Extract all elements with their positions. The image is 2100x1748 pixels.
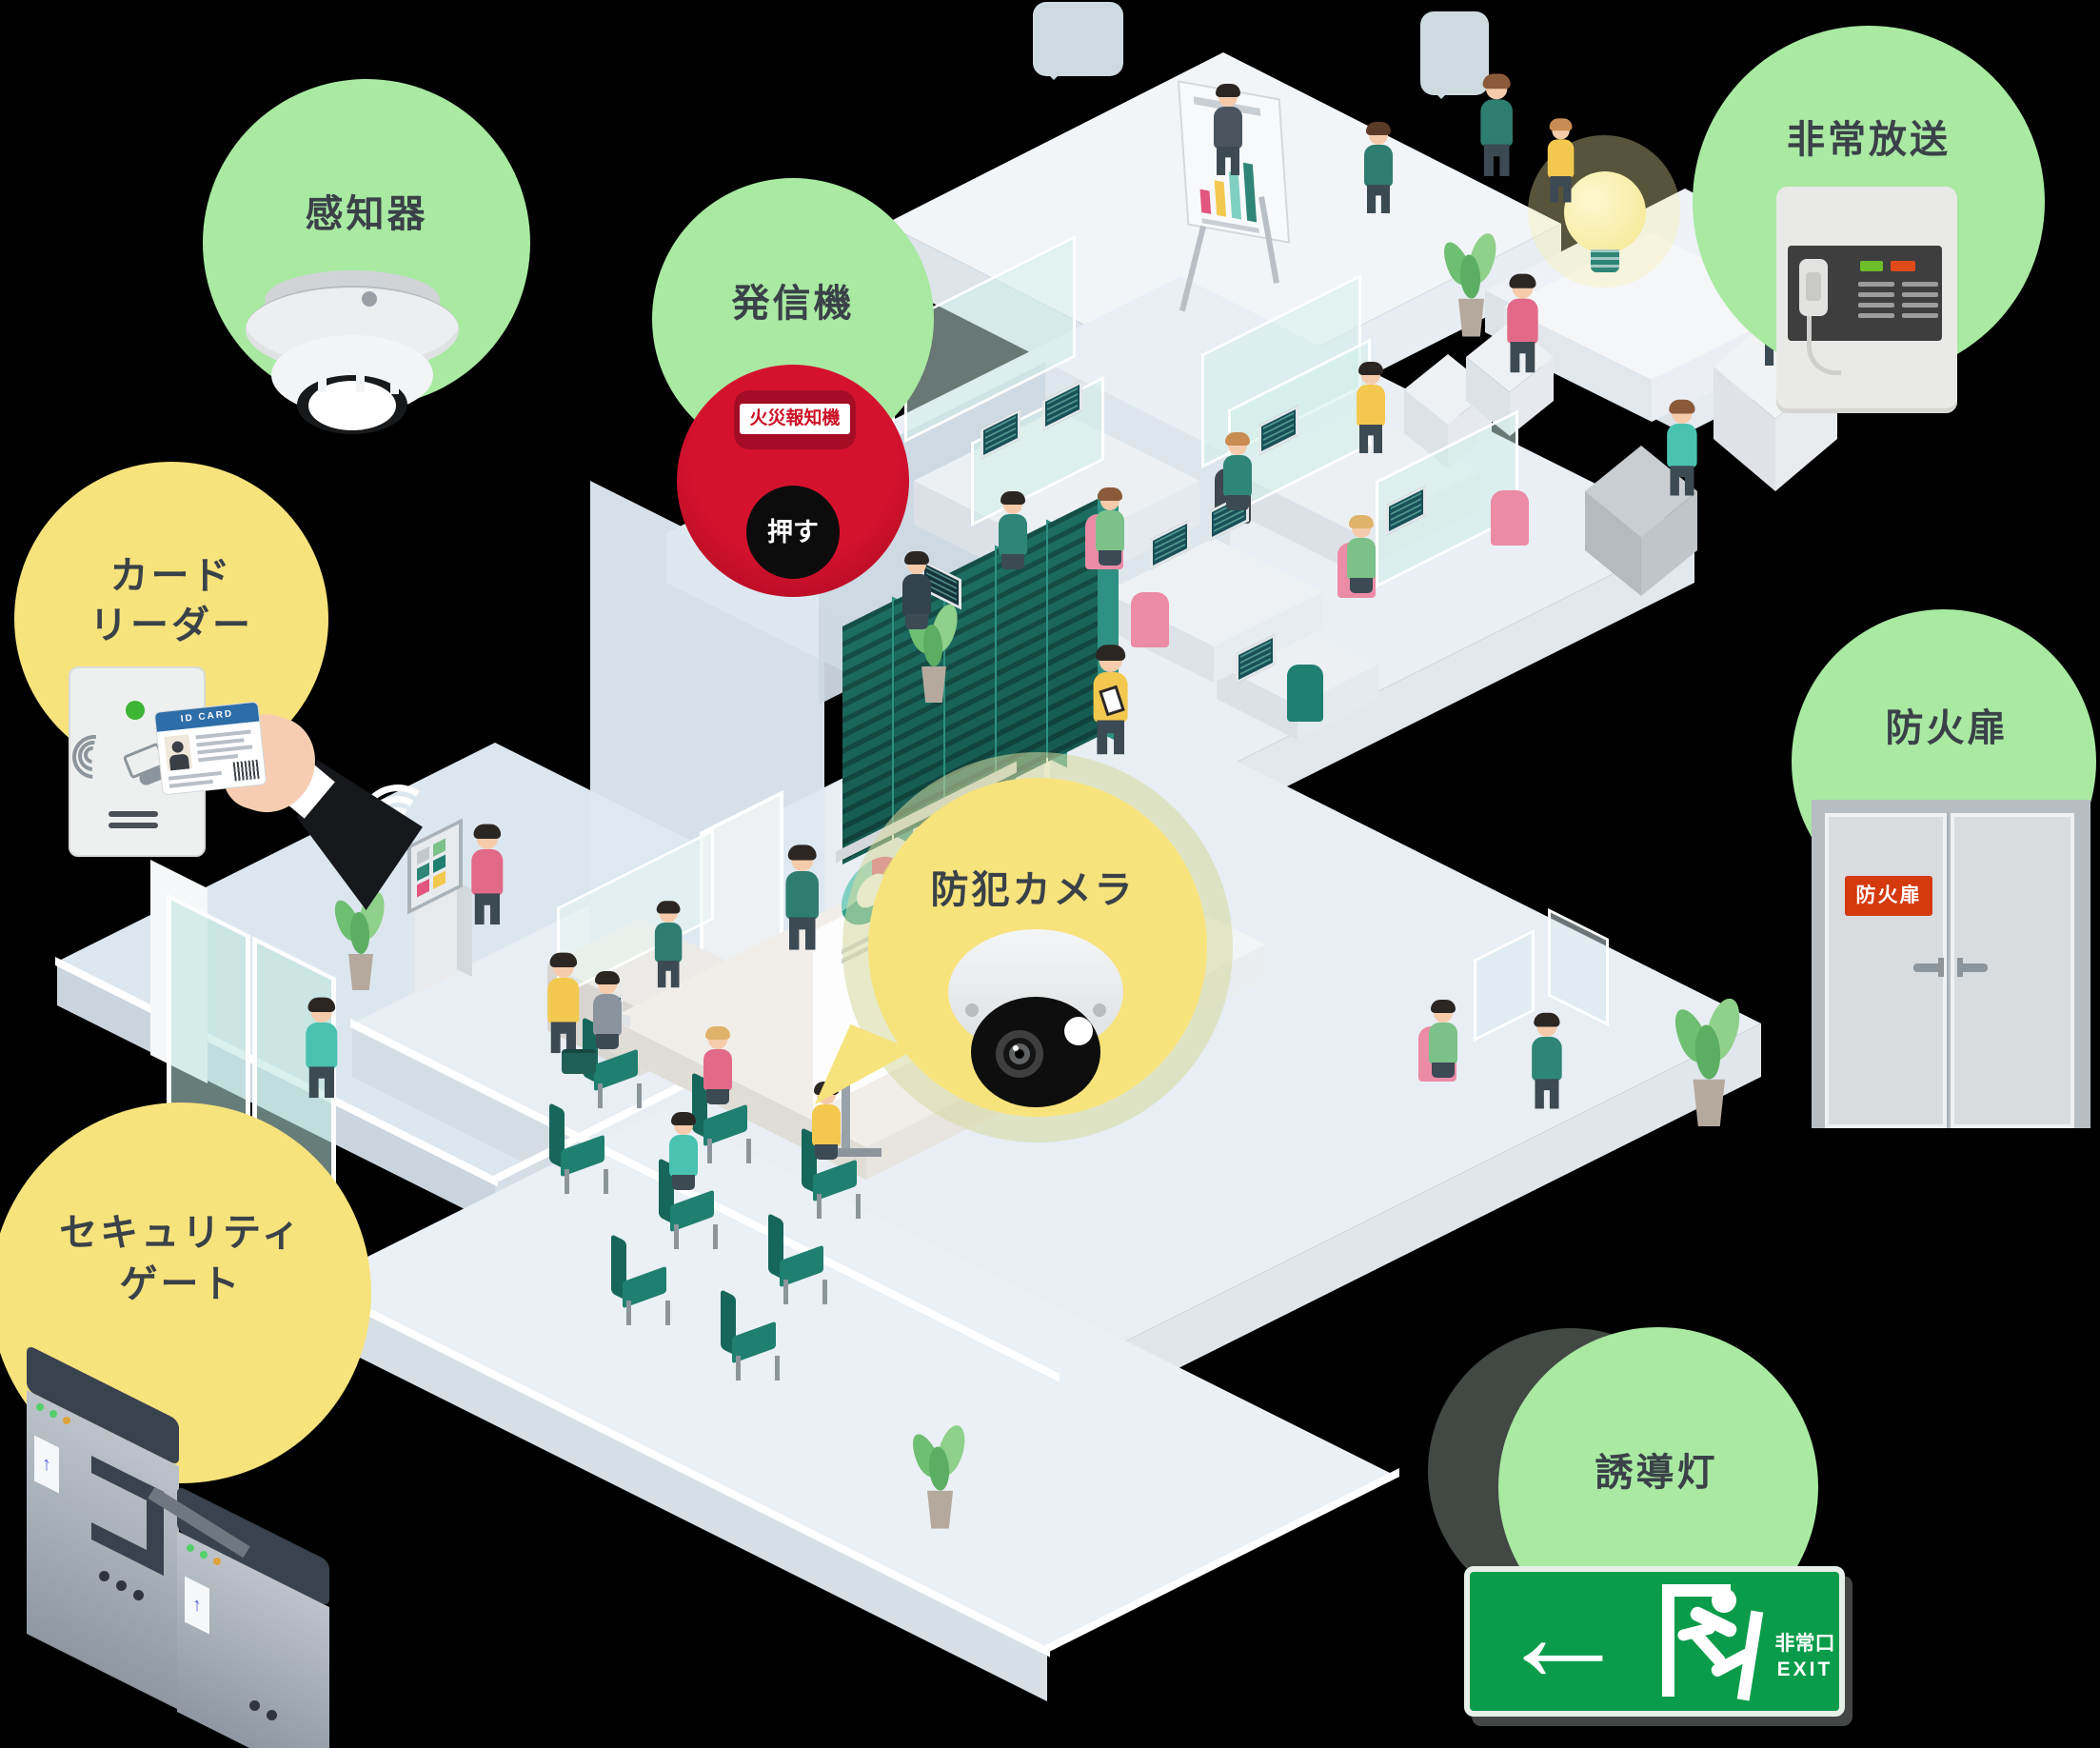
person [666, 1112, 701, 1190]
person [783, 844, 822, 952]
person [1361, 122, 1396, 215]
reader-led [126, 701, 145, 720]
seminar-chair [583, 1016, 645, 1114]
person [303, 997, 341, 1100]
seminar-chair [692, 1071, 755, 1169]
person [1220, 432, 1255, 510]
fire-door-sign: 防火扉 [1845, 876, 1932, 916]
red-led [1891, 261, 1915, 271]
exit-text-en: EXIT [1776, 1659, 1833, 1680]
transmitter-label: 発信機 [731, 283, 855, 325]
person [652, 901, 684, 989]
panel-line [1902, 313, 1938, 318]
panel-line [1902, 282, 1938, 287]
push-button[interactable]: 押す [746, 486, 840, 579]
running-man-icon [1662, 1582, 1776, 1702]
seminar-chair [721, 1288, 783, 1386]
person [1354, 362, 1388, 455]
plant [1667, 990, 1746, 1126]
panel-line [1902, 303, 1938, 308]
seminar-chair [549, 1102, 612, 1200]
office-chair-teal [1287, 665, 1323, 722]
plant [1437, 227, 1501, 337]
person [701, 1026, 735, 1104]
exit-label: 誘導灯 [1595, 1452, 1718, 1494]
plant [901, 598, 962, 703]
camera-label: 防犯カメラ [930, 869, 1136, 911]
person [1344, 515, 1378, 593]
seminar-chair [659, 1157, 722, 1255]
person [545, 952, 583, 1055]
office-chair-pink [1131, 592, 1169, 647]
person [1664, 399, 1700, 498]
whiteboard-leg [842, 1064, 850, 1156]
panel-line [1858, 313, 1894, 318]
person [468, 824, 506, 926]
broadcast-label: 非常放送 [1787, 119, 1951, 161]
green-led [1860, 261, 1883, 271]
panel-line [1902, 292, 1938, 297]
person [900, 551, 934, 629]
person [1093, 487, 1127, 566]
speech-bubble [1033, 2, 1123, 80]
person [996, 491, 1030, 569]
person [590, 971, 624, 1049]
sensor-label: 感知器 [305, 193, 428, 235]
person [1545, 118, 1576, 204]
seminar-chair [768, 1212, 831, 1310]
id-card: ID CARD [153, 701, 267, 796]
panel-line [1858, 282, 1894, 287]
plant [906, 1419, 970, 1529]
exit-text-jp: 非常口 [1774, 1633, 1835, 1655]
seminar-chair [611, 1233, 674, 1331]
seminar-chair [802, 1126, 864, 1224]
bulb-base [1591, 249, 1619, 272]
card-reader-label-2: リーダー [89, 605, 253, 646]
panel-line [1858, 303, 1894, 308]
panel-line [1858, 292, 1894, 297]
briefcase [562, 1049, 596, 1074]
light-bulb-icon [1564, 171, 1646, 253]
fire-door-label: 防火扉 [1885, 707, 2009, 749]
exit-arrow-icon: ← [1496, 1559, 1630, 1709]
card-reader-label-1: カード [109, 555, 233, 597]
person [1477, 73, 1516, 178]
person [1211, 84, 1245, 177]
plant [328, 885, 389, 990]
person [1426, 1000, 1460, 1078]
fire-alarm-plate: 火災報知機 [740, 404, 850, 434]
security-gate-label-2: ゲート [119, 1263, 243, 1305]
speech-bubble [1420, 11, 1489, 99]
whiteboard-foot [821, 1148, 882, 1157]
office-chair-pink [1491, 490, 1529, 546]
person [1529, 1012, 1565, 1111]
security-gate-label-1: セキュリティ [59, 1212, 303, 1254]
person [1504, 273, 1541, 375]
